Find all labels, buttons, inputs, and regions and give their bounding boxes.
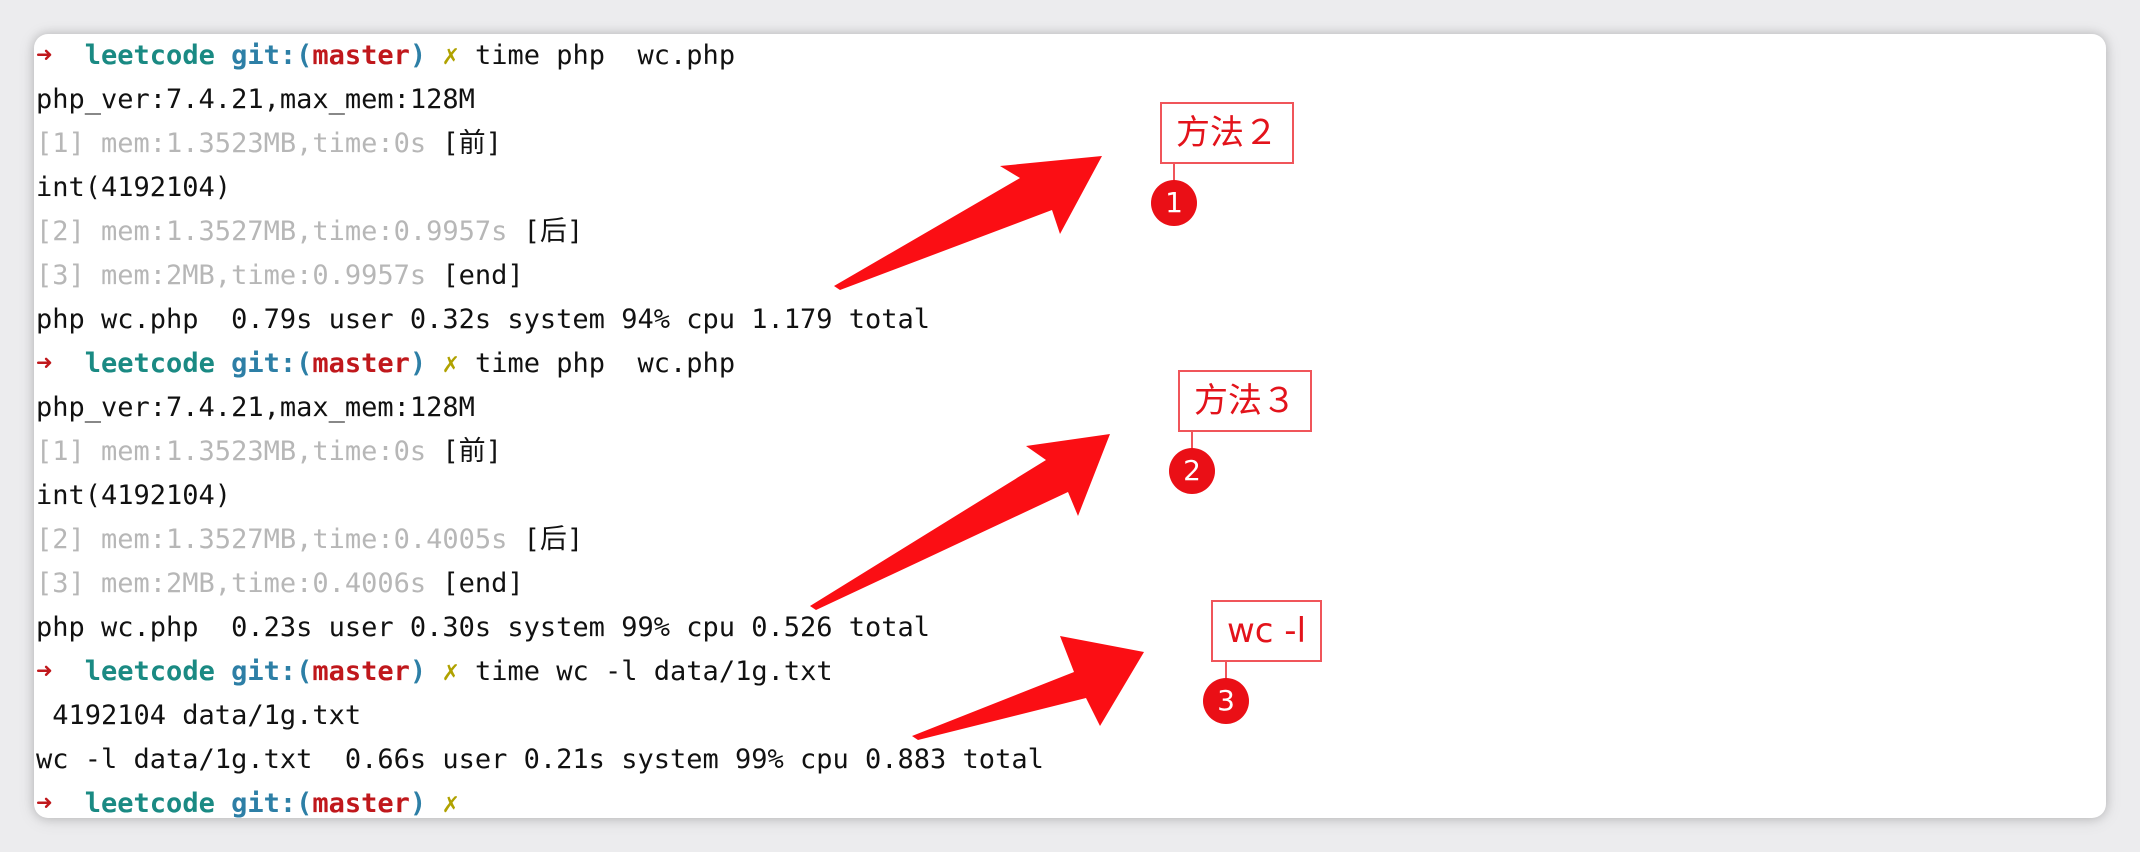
command-text: time php wc.php [474, 348, 736, 379]
output-text: int(4192104) [36, 172, 232, 203]
output-text: php_ver:7.4.21,max_mem:128M [36, 84, 475, 115]
output-text: 4192104 data/1g.txt [36, 700, 362, 731]
prompt-directory: leetcode [84, 656, 215, 687]
dirty-status-icon: ✗ [442, 788, 459, 818]
output-text: php wc.php 0.23s user 0.30s system 99% c… [36, 612, 931, 643]
output-line: [3] mem:2MB,time:0.4006s [end] [36, 562, 1044, 606]
output-log-prefix: [1] mem:1.3523MB,time:0s [36, 436, 427, 467]
output-line: wc -l data/1g.txt 0.66s user 0.21s syste… [36, 738, 1044, 782]
output-log-prefix: [2] mem:1.3527MB,time:0.4005s [36, 524, 508, 555]
prompt-git-close: ) [409, 348, 427, 379]
output-text: [前] [426, 128, 502, 159]
prompt-arrow-icon: ➜ [36, 348, 53, 379]
output-line: php_ver:7.4.21,max_mem:128M [36, 386, 1044, 430]
prompt-git-label: git:( [231, 348, 313, 379]
output-line: [3] mem:2MB,time:0.9957s [end] [36, 254, 1044, 298]
prompt-branch: master [312, 40, 410, 71]
prompt-line: ➜ leetcode git:(master) ✗ time php wc.ph… [36, 34, 1044, 78]
prompt-git-close: ) [409, 788, 427, 818]
prompt-arrow-icon: ➜ [36, 656, 53, 687]
output-line: [2] mem:1.3527MB,time:0.9957s [后] [36, 210, 1044, 254]
output-text: [end] [426, 568, 524, 599]
output-log-prefix: [2] mem:1.3527MB,time:0.9957s [36, 216, 508, 247]
output-log-prefix: [1] mem:1.3523MB,time:0s [36, 128, 427, 159]
output-line: int(4192104) [36, 166, 1044, 210]
output-text: [end] [426, 260, 524, 291]
prompt-directory: leetcode [84, 40, 215, 71]
prompt-line: ➜ leetcode git:(master) ✗ time wc -l dat… [36, 650, 1044, 694]
prompt-branch: master [312, 656, 410, 687]
output-line: [2] mem:1.3527MB,time:0.4005s [后] [36, 518, 1044, 562]
prompt-line: ➜ leetcode git:(master) ✗ time php wc.ph… [36, 342, 1044, 386]
prompt-branch: master [312, 788, 410, 818]
output-line: [1] mem:1.3523MB,time:0s [前] [36, 430, 1044, 474]
output-line: 4192104 data/1g.txt [36, 694, 1044, 738]
output-line: int(4192104) [36, 474, 1044, 518]
prompt-git-label: git:( [231, 40, 313, 71]
prompt-git-close: ) [409, 40, 427, 71]
prompt-git-label: git:( [231, 788, 313, 818]
output-text: int(4192104) [36, 480, 232, 511]
prompt-branch: master [312, 348, 410, 379]
output-text: php_ver:7.4.21,max_mem:128M [36, 392, 475, 423]
dirty-status-icon: ✗ [442, 656, 459, 687]
output-text: php wc.php 0.79s user 0.32s system 94% c… [36, 304, 931, 335]
prompt-git-label: git:( [231, 656, 313, 687]
prompt-directory: leetcode [84, 788, 215, 818]
output-line: [1] mem:1.3523MB,time:0s [前] [36, 122, 1044, 166]
prompt-arrow-icon: ➜ [36, 40, 53, 71]
output-log-prefix: [3] mem:2MB,time:0.4006s [36, 568, 427, 599]
command-text: time wc -l data/1g.txt [474, 656, 833, 687]
output-text: wc -l data/1g.txt 0.66s user 0.21s syste… [36, 744, 1044, 775]
output-text: [前] [426, 436, 502, 467]
output-text: [后] [507, 216, 584, 247]
prompt-line: ➜ leetcode git:(master) ✗ [36, 782, 1044, 818]
dirty-status-icon: ✗ [442, 40, 459, 71]
output-log-prefix: [3] mem:2MB,time:0.9957s [36, 260, 427, 291]
prompt-directory: leetcode [84, 348, 215, 379]
terminal-output: ➜ leetcode git:(master) ✗ time php wc.ph… [36, 34, 1044, 818]
dirty-status-icon: ✗ [442, 348, 459, 379]
output-line: php wc.php 0.79s user 0.32s system 94% c… [36, 298, 1044, 342]
output-line: php_ver:7.4.21,max_mem:128M [36, 78, 1044, 122]
command-text: time php wc.php [474, 40, 736, 71]
terminal-window[interactable]: ➜ leetcode git:(master) ✗ time php wc.ph… [34, 34, 2106, 818]
prompt-arrow-icon: ➜ [36, 788, 53, 818]
output-line: php wc.php 0.23s user 0.30s system 99% c… [36, 606, 1044, 650]
prompt-git-close: ) [409, 656, 427, 687]
output-text: [后] [507, 524, 584, 555]
